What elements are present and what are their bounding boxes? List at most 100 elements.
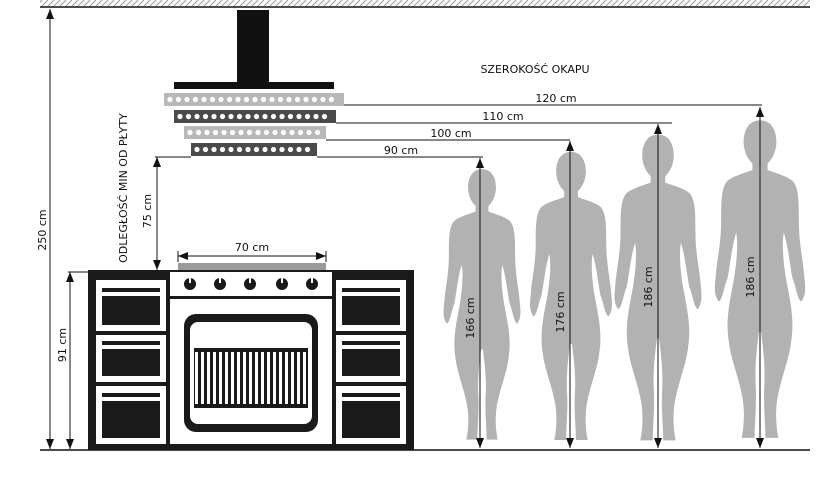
- vent-dot: [219, 113, 226, 120]
- vent-dot: [289, 129, 295, 136]
- vent-dot: [201, 96, 207, 103]
- oven: [170, 272, 332, 444]
- vent-dot: [243, 96, 250, 103]
- vent-dot: [262, 113, 268, 120]
- vent-dot: [306, 129, 312, 136]
- vent-dot: [269, 96, 275, 103]
- hood-width-leader-lines: [317, 104, 762, 158]
- vent-dot: [246, 129, 253, 136]
- hood-chimney: [174, 10, 334, 89]
- vent-dot: [238, 129, 244, 136]
- vent-dot: [202, 113, 209, 120]
- vent-dot: [280, 129, 287, 136]
- right-drawers: [336, 280, 406, 444]
- min-distance-dimension: [153, 156, 191, 270]
- vent-dot: [177, 113, 183, 120]
- vent-dot: [219, 146, 226, 153]
- vent-dot: [195, 129, 202, 136]
- vent-dot: [279, 113, 285, 120]
- person-height-176-label: 176 cm: [554, 291, 567, 332]
- person-186-b: 186 cm: [714, 107, 806, 448]
- vent-dot: [211, 146, 217, 153]
- hood-width-110-label: 110 cm: [482, 110, 523, 123]
- vent-dot: [187, 129, 193, 136]
- vent-dot: [304, 146, 311, 153]
- person-height-186a-label: 186 cm: [642, 266, 655, 307]
- vent-dot: [175, 96, 182, 103]
- vent-dot: [296, 113, 302, 120]
- vent-dot: [311, 96, 318, 103]
- hood-vent-dots: [177, 113, 328, 120]
- vent-dot: [263, 129, 270, 136]
- vent-dot: [321, 113, 328, 120]
- vent-dot: [304, 113, 311, 120]
- cooktop-width-label: 70 cm: [235, 241, 269, 254]
- vent-dot: [228, 113, 234, 120]
- vent-dot: [287, 113, 294, 120]
- kitchen-base-cabinet: [88, 270, 414, 450]
- vent-dot: [279, 146, 285, 153]
- vent-dot: [202, 146, 209, 153]
- stove-knobs: [184, 278, 318, 290]
- total-height-label: 250 cm: [36, 209, 49, 250]
- counter-height-label: 91 cm: [56, 328, 69, 362]
- vent-dot: [212, 129, 219, 136]
- vent-dot: [270, 146, 277, 153]
- vent-dot: [218, 96, 224, 103]
- min-distance-label: ODLEGŁOŚĆ MIN OD PŁYTY: [117, 113, 130, 263]
- hood-100: [184, 126, 326, 139]
- vent-dot: [314, 129, 321, 136]
- person-166: 166 cm: [443, 158, 521, 448]
- vent-dot: [294, 96, 301, 103]
- vent-dot: [194, 146, 200, 153]
- total-height-dimension: [46, 9, 54, 449]
- vent-dot: [192, 96, 199, 103]
- hood-width-120-label: 120 cm: [535, 92, 576, 105]
- vent-dot: [286, 96, 292, 103]
- vent-dot: [253, 146, 260, 153]
- person-186-a: 186 cm: [614, 124, 702, 448]
- hood-120: [164, 93, 344, 106]
- vent-dot: [194, 113, 200, 120]
- vent-dot: [211, 113, 217, 120]
- vent-dot: [255, 129, 261, 136]
- vent-dot: [221, 129, 227, 136]
- ceiling: [40, 0, 810, 8]
- vent-dot: [303, 96, 309, 103]
- cooktop-width-dimension: [177, 251, 327, 262]
- left-drawers: [96, 280, 166, 444]
- vent-dot: [277, 96, 284, 103]
- hood-vent-dots: [167, 96, 335, 103]
- vent-dot: [320, 96, 326, 103]
- person-height-186b-label: 186 cm: [744, 256, 757, 297]
- vent-dot: [287, 146, 294, 153]
- hood-110: [174, 110, 336, 123]
- vent-dot: [260, 96, 267, 103]
- vent-dot: [228, 146, 234, 153]
- vent-dot: [226, 96, 233, 103]
- vent-dot: [272, 129, 278, 136]
- person-176: 176 cm: [530, 141, 612, 448]
- counter-height-dimension: [66, 271, 88, 449]
- hood-90: [191, 143, 317, 156]
- vent-dot: [252, 96, 258, 103]
- vent-dot: [296, 146, 302, 153]
- vent-dot: [245, 146, 251, 153]
- vent-dot: [270, 113, 277, 120]
- vent-dot: [167, 96, 173, 103]
- vent-dot: [328, 96, 335, 103]
- vent-dot: [262, 146, 268, 153]
- vent-dot: [235, 96, 241, 103]
- hood-width-title: SZEROKOŚĆ OKAPU: [480, 63, 589, 76]
- vent-dot: [297, 129, 304, 136]
- min-distance-value: 75 cm: [141, 194, 154, 228]
- vent-dot: [236, 113, 243, 120]
- vent-dot: [313, 113, 319, 120]
- cooktop: [178, 263, 326, 270]
- vent-dot: [236, 146, 243, 153]
- hood-width-100-label: 100 cm: [430, 127, 471, 140]
- vent-dot: [253, 113, 260, 120]
- vent-dot: [185, 113, 192, 120]
- person-height-166-label: 166 cm: [464, 297, 477, 338]
- vent-dot: [245, 113, 251, 120]
